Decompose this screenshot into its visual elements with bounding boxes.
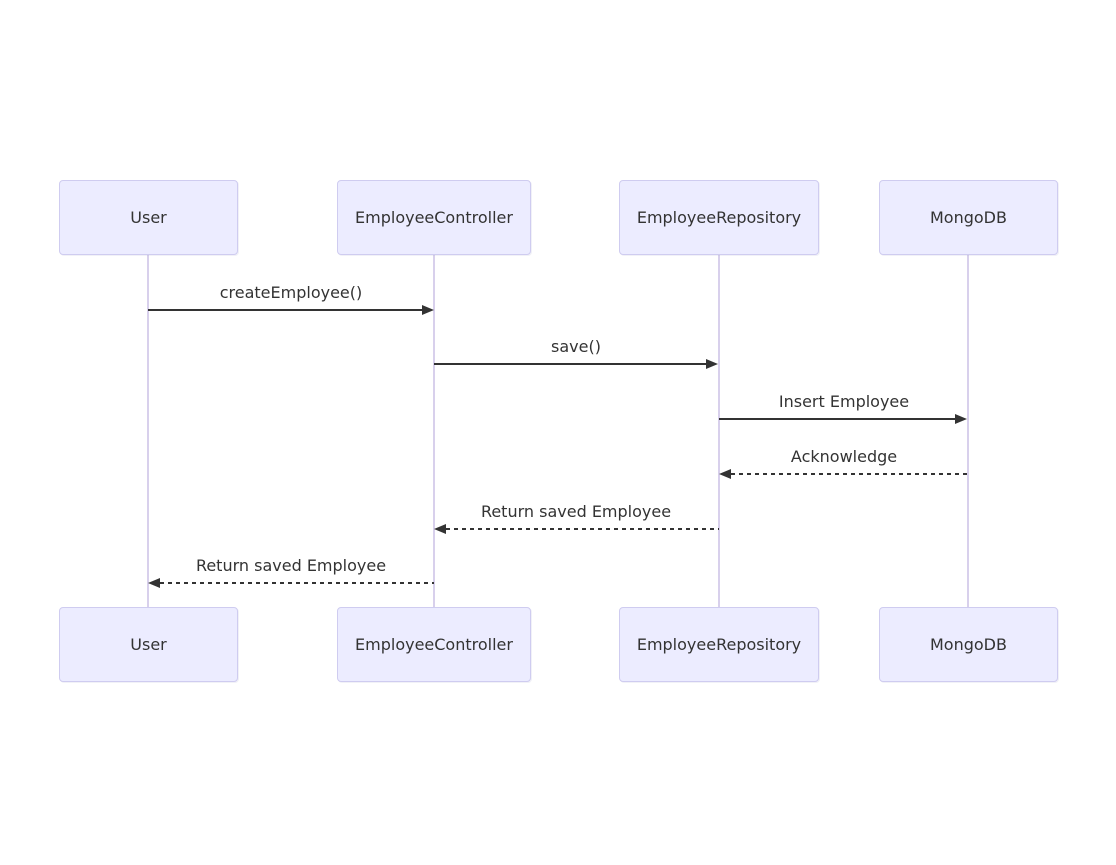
message-line [148,309,423,311]
lifeline-employeerepository [718,255,720,607]
message-line [731,473,968,475]
lifeline-user [147,255,149,607]
message-label: Insert Employee [778,392,910,411]
arrowhead-left-icon [719,469,731,479]
message-line [446,528,719,530]
actor-label: EmployeeRepository [636,635,802,654]
actor-label: User [130,208,167,227]
actor-bottom-mongodb: MongoDB [879,607,1058,682]
message-line [434,363,707,365]
actor-top-employeecontroller: EmployeeController [337,180,531,255]
arrowhead-right-icon [422,305,434,315]
message-line [719,418,956,420]
arrowhead-left-icon [148,578,160,588]
actor-label: MongoDB [930,635,1007,654]
arrowhead-right-icon [955,414,967,424]
actor-label: User [130,635,167,654]
message-label: Return saved Employee [195,556,387,575]
message-label: Return saved Employee [480,502,672,521]
actor-label: MongoDB [930,208,1007,227]
arrowhead-right-icon [706,359,718,369]
actor-top-user: User [59,180,238,255]
message-label: Acknowledge [790,447,898,466]
lifeline-mongodb [967,255,969,607]
message-line [160,582,434,584]
actor-top-employeerepository: EmployeeRepository [619,180,819,255]
actor-bottom-user: User [59,607,238,682]
message-label: createEmployee() [219,283,363,302]
actor-bottom-employeecontroller: EmployeeController [337,607,531,682]
actor-bottom-employeerepository: EmployeeRepository [619,607,819,682]
arrowhead-left-icon [434,524,446,534]
actor-label: EmployeeRepository [636,208,802,227]
actor-label: EmployeeController [355,635,513,654]
message-label: save() [551,337,601,356]
actor-label: EmployeeController [355,208,513,227]
lifeline-employeecontroller [433,255,435,607]
actor-top-mongodb: MongoDB [879,180,1058,255]
